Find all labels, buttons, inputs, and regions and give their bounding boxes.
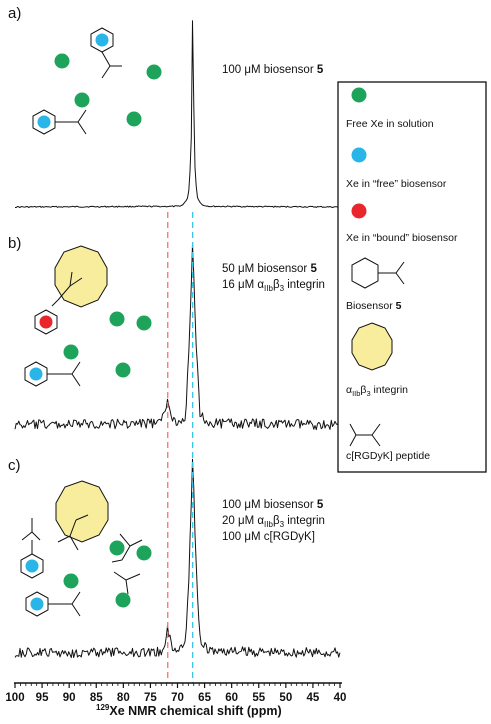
- peptide-structure-icon: [349, 423, 381, 447]
- x-tick-label: 80: [117, 692, 130, 704]
- biosensor-molecule: [20, 518, 44, 579]
- free-xe-dot: [63, 344, 79, 360]
- x-tick-label: 70: [171, 692, 184, 704]
- spectrum-line-b: [14, 243, 341, 431]
- free-xe-dot: [115, 592, 131, 608]
- integrin-polygon-icon: [351, 322, 393, 371]
- x-tick-label: 65: [198, 692, 211, 704]
- annotation-a-line-1: 100 μM biosensor 5: [222, 64, 324, 76]
- panel-label-b: b): [8, 235, 21, 252]
- x-axis: 100 95 90 85 80 75 70 65 60 55 50 45 40: [5, 682, 347, 704]
- x-tick-label: 85: [90, 692, 103, 704]
- free-xe-dot: [136, 315, 152, 331]
- biosensor-molecule: [90, 27, 122, 79]
- legend-free-xe: Free Xe in solution: [346, 118, 434, 130]
- annotation-c-line-1: 100 μM biosensor 5: [222, 499, 324, 511]
- free-xe-dot: [54, 53, 70, 69]
- x-tick-label: 100: [5, 692, 24, 704]
- x-tick-label: 55: [252, 692, 265, 704]
- free-xe-dot: [63, 573, 79, 589]
- x-tick-label: 75: [144, 692, 157, 704]
- biosensor-structure-icon: [351, 257, 405, 289]
- x-tick-label: 60: [225, 692, 238, 704]
- annotation-c-line-2: 20 μM αIIbβ3 integrin: [222, 515, 325, 529]
- annotations: 100 μM biosensor 5 50 μM biosensor 5 16 μM…: [222, 64, 325, 543]
- peptide-structure: [113, 571, 141, 595]
- biosensor-molecule: [25, 591, 81, 617]
- legend-peptide: c[RGDyK] peptide: [346, 450, 430, 462]
- legend-bound-biosensor: Xe in “bound” biosensor: [346, 232, 458, 244]
- panel-label-c: c): [8, 457, 21, 474]
- free-xe-dot: [109, 540, 125, 556]
- spectrum-line-c: [14, 458, 341, 659]
- biosensor-molecule: [32, 109, 87, 135]
- biosensor-bound: [34, 271, 83, 335]
- free-xe-dot: [136, 545, 152, 561]
- annotation-b-line-1: 50 μM biosensor 5: [222, 263, 317, 275]
- integrin-polygon: [54, 245, 108, 308]
- panel-label-a: a): [8, 5, 21, 22]
- annotation-b-line-2: 16 μM αIIbβ3 integrin: [222, 279, 325, 293]
- legend-free-biosensor: Xe in “free” biosensor: [346, 178, 447, 190]
- x-tick-label: 50: [279, 692, 292, 704]
- reference-lines: [167, 212, 194, 683]
- red-dot-icon: [351, 203, 367, 219]
- free-xe-dot: [74, 92, 90, 108]
- x-tick-label: 40: [334, 692, 347, 704]
- spectra-layer: [14, 20, 341, 659]
- panel-c-cartoon: [20, 480, 152, 617]
- legend-biosensor: Biosensor 5: [346, 300, 402, 312]
- green-dot-icon: [351, 87, 367, 103]
- blue-dot-icon: [351, 147, 367, 163]
- biosensor-molecule: [24, 361, 81, 387]
- x-tick-label: 90: [63, 692, 76, 704]
- panel-a-cartoon: [32, 27, 162, 135]
- annotation-c-line-3: 100 μM c[RGDyK]: [222, 531, 315, 543]
- panel-b-cartoon: [24, 245, 152, 387]
- free-xe-dot: [109, 311, 125, 327]
- peptide-structure: [57, 514, 89, 551]
- x-tick-label: 95: [36, 692, 49, 704]
- free-xe-dot: [115, 362, 131, 378]
- peptide-structure: [111, 533, 143, 563]
- legend: Free Xe in solution Xe in “free” biosens…: [337, 81, 487, 473]
- free-xe-dot: [126, 111, 142, 127]
- integrin-polygon: [55, 480, 109, 543]
- x-tick-label: 45: [307, 692, 320, 704]
- x-axis-label: 129Xe NMR chemical shift (ppm): [96, 703, 282, 718]
- legend-integrin: αIIbβ3 integrin: [346, 384, 408, 398]
- free-xe-dot: [146, 64, 162, 80]
- spectrum-line-a: [15, 20, 341, 208]
